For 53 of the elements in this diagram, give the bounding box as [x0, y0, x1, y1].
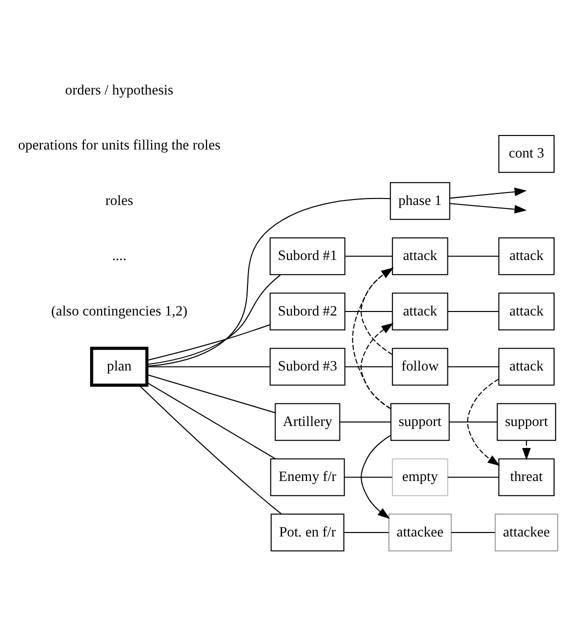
connector [138, 384, 282, 514]
node-box: follow [392, 348, 448, 386]
node-box: plan [90, 346, 148, 387]
connector [345, 310, 392, 312]
node-box: Subord #3 [270, 348, 346, 386]
node-box: attack [392, 292, 448, 330]
connector [344, 476, 392, 478]
node-box: Subord #2 [270, 292, 346, 330]
connector [345, 256, 392, 257]
connector [146, 324, 270, 361]
node-box: attack [392, 237, 448, 276]
node-box: support [496, 403, 556, 441]
arrow [450, 188, 527, 199]
connector [451, 532, 495, 533]
arrow [360, 322, 394, 410]
connector [147, 198, 390, 367]
arrow [352, 268, 394, 410]
connector [344, 532, 389, 533]
label: .... [112, 248, 126, 264]
node-box: phase 1 [390, 182, 450, 220]
node-box: Artillery [274, 403, 340, 441]
arrow [360, 434, 391, 519]
node-box: threat [498, 458, 555, 496]
connector [345, 366, 392, 368]
node-box: attack [498, 348, 555, 386]
node-box: attackee [388, 514, 452, 552]
connector [146, 366, 270, 368]
node-box: Subord #1 [270, 237, 346, 276]
connector [146, 382, 276, 460]
node-box: empty [392, 458, 448, 496]
connector [449, 421, 498, 422]
arrow [522, 440, 531, 460]
connector [448, 366, 499, 368]
arrow [360, 268, 394, 355]
node-box: support [390, 403, 450, 441]
connector [448, 256, 499, 257]
label: operations for units filling the roles [18, 138, 220, 154]
label: roles [105, 192, 134, 209]
label: orders / hypothesis [65, 82, 174, 98]
connector [146, 374, 276, 414]
arrow [450, 203, 527, 214]
node-box: attackee [494, 514, 558, 552]
label: (also contingencies 1,2) [51, 303, 188, 320]
node-box: attack [498, 292, 555, 330]
connector [448, 310, 499, 312]
connector [146, 274, 281, 366]
connector [448, 476, 499, 478]
node-box: Enemy f/r [270, 458, 345, 496]
connector [340, 421, 391, 422]
node-box: attack [498, 237, 555, 276]
node-box: cont 3 [498, 135, 555, 173]
arrow [467, 378, 500, 466]
node-box: Pot. en f/r [270, 514, 344, 552]
